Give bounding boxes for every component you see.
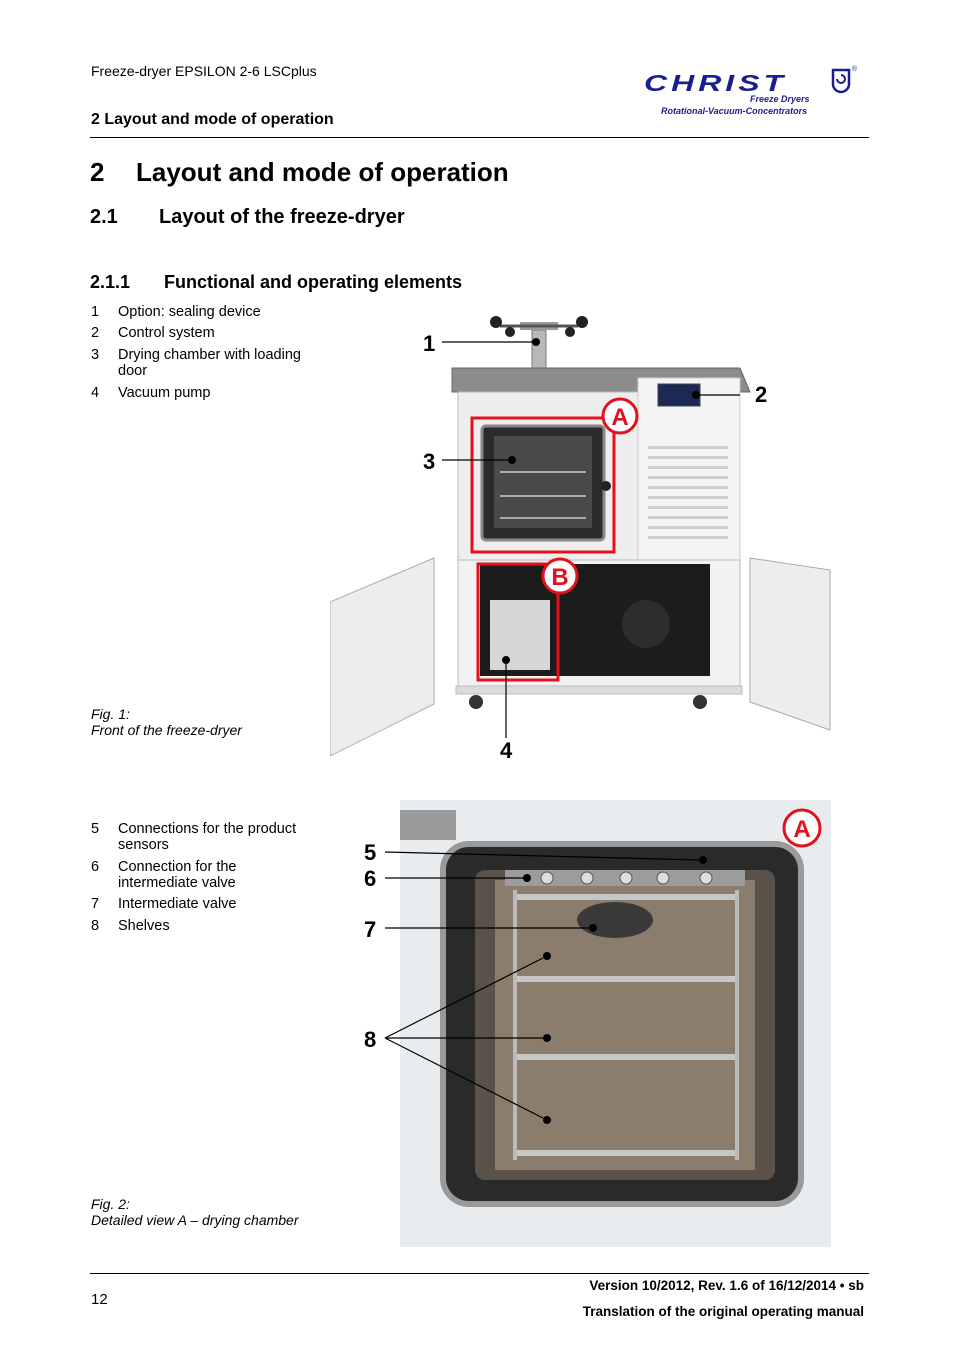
callout-8: 8 <box>364 1027 377 1052</box>
heading3-title: Functional and operating elements <box>164 272 463 292</box>
footer-rule <box>90 1273 869 1274</box>
legend-text: Option: sealing device <box>118 304 261 320</box>
legend-text: Control system <box>118 325 215 341</box>
logo-line1: Freeze Dryers <box>750 94 810 104</box>
figure2-drying-chamber-illustration: A 5 6 7 8 <box>355 800 831 1247</box>
header-section: 2 Layout and mode of operation <box>91 111 334 128</box>
legend-figure2: 5 Connections for the product sensors 6 … <box>91 821 321 941</box>
legend-number: 1 <box>91 304 100 320</box>
legend-text: Shelves <box>118 918 170 934</box>
christ-logo: CHRIST ® Freeze Dryers Rotational-Vacuum… <box>642 62 867 120</box>
legend-figure1: 1 Option: sealing device 2 Control syste… <box>91 304 321 404</box>
drying-chamber-drawing: A <box>384 800 831 1247</box>
marker-a: A <box>611 404 628 431</box>
legend-number: 6 <box>91 859 100 875</box>
callout-6: 6 <box>364 866 377 891</box>
legend-number: 5 <box>91 821 100 837</box>
legend-text: Intermediate valve <box>118 896 237 912</box>
legend-text: Drying chamber with loading door <box>118 347 301 379</box>
legend-text: Connections for the product sensors <box>118 821 297 853</box>
callout-3: 3 <box>423 449 436 474</box>
callout-7: 7 <box>364 917 377 942</box>
figure2-caption-text: Detailed view A – drying chamber <box>91 1212 299 1228</box>
registered-mark: ® <box>851 66 857 73</box>
legend-text: Vacuum pump <box>118 385 211 401</box>
callout-2: 2 <box>755 382 768 407</box>
footer-version: Version 10/2012, Rev. 1.6 of 16/12/2014 … <box>589 1278 864 1293</box>
legend-number: 4 <box>91 385 100 401</box>
christ-logo-graphic: CHRIST <box>644 68 851 96</box>
header-rule <box>90 137 869 138</box>
heading1-title: Layout and mode of operation <box>136 157 509 187</box>
callout-4: 4 <box>500 738 513 763</box>
figure1-caption-text: Front of the freeze-dryer <box>91 722 242 738</box>
figure1-freeze-dryer-illustration: A B 1 2 3 4 <box>329 310 835 763</box>
marker-a-detail: A <box>793 816 810 843</box>
heading1-number: 2 <box>90 157 105 187</box>
logo-line2: Rotational-Vacuum-Concentrators <box>661 106 808 116</box>
legend-number: 2 <box>91 325 100 341</box>
legend-number: 3 <box>91 347 100 363</box>
swirl-icon <box>831 68 851 94</box>
callout-1: 1 <box>423 331 436 356</box>
heading2-number: 2.1 <box>90 206 118 228</box>
footer-translation: Translation of the original operating ma… <box>582 1304 864 1319</box>
svg-text:CHRIST: CHRIST <box>644 70 787 96</box>
header-product: Freeze-dryer EPSILON 2-6 LSCplus <box>91 63 317 79</box>
legend-text: Connection for the intermediate valve <box>118 859 237 891</box>
page-number: 12 <box>91 1291 108 1308</box>
figure2-caption-label: Fig. 2: <box>91 1196 130 1212</box>
legend-number: 8 <box>91 918 100 934</box>
figure1-caption-label: Fig. 1: <box>91 706 130 722</box>
callout-5: 5 <box>364 840 377 865</box>
heading2-title: Layout of the freeze-dryer <box>159 206 405 228</box>
freeze-dryer-drawing: A B <box>329 316 831 757</box>
heading3-number: 2.1.1 <box>90 272 131 292</box>
marker-b: B <box>551 564 568 591</box>
legend-number: 7 <box>91 896 100 912</box>
